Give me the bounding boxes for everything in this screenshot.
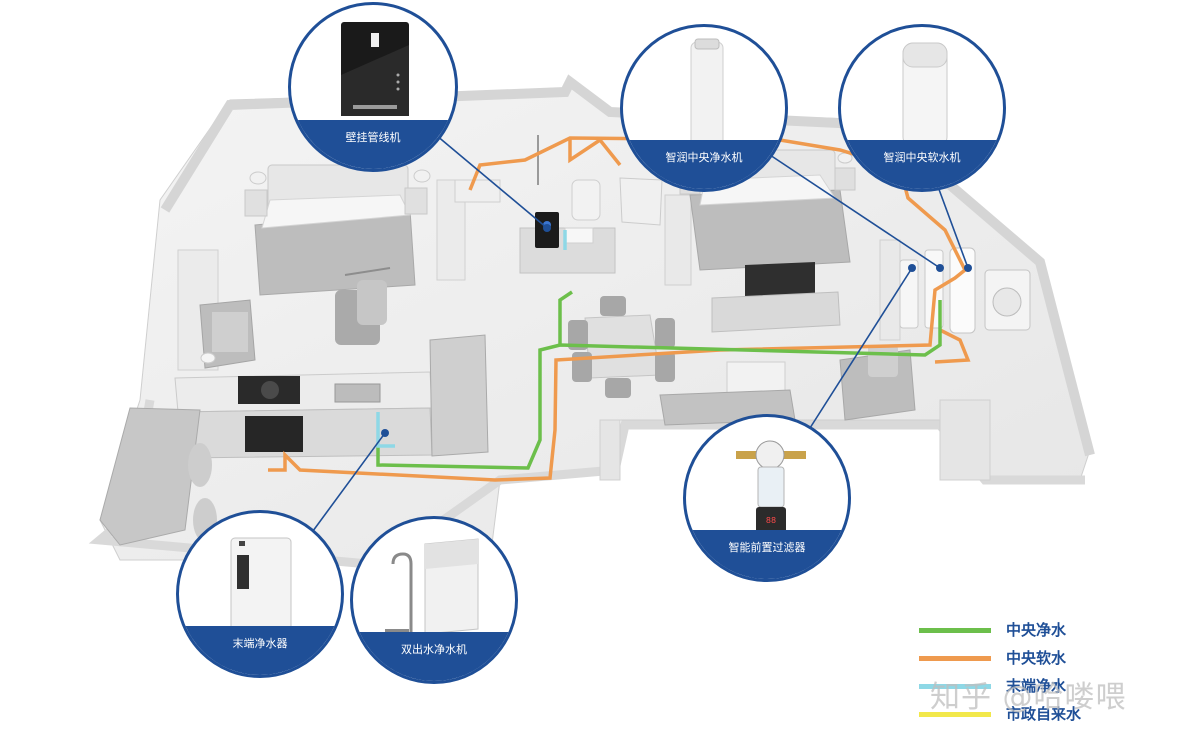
callout-prefilter: 88 智能前置过滤器 <box>683 414 851 582</box>
pipe-softened <box>934 328 971 364</box>
callout-central-softener: 智润中央软水机 <box>838 24 1006 192</box>
prefilter-image: 88 <box>736 440 806 535</box>
legend-item: 市政自来水 <box>916 702 1176 730</box>
callout-wall-mounted: 壁挂管线机 <box>288 2 458 172</box>
legend-item: 中央软水 <box>916 646 1176 674</box>
legend-swatch-orange <box>919 656 991 661</box>
terminal-purifier-image <box>230 537 292 631</box>
wall-block <box>879 239 901 341</box>
callout-terminal-purifier: 末端净水器 <box>176 510 344 678</box>
legend-label: 中央软水 <box>1006 649 1067 667</box>
pipe-softened <box>568 137 622 167</box>
clothes-rack <box>335 267 391 345</box>
tv-unit <box>711 262 841 333</box>
wall-block <box>599 419 621 481</box>
legend-label: 市政自来水 <box>1006 705 1082 723</box>
callout-central-purifier: 智润中央净水机 <box>620 24 788 192</box>
legend-swatch-yellow <box>919 712 991 717</box>
bedroom-left <box>244 164 431 296</box>
watermark: 知乎 @哈喽喂 <box>930 680 1127 715</box>
callout-label: 壁挂管线机 <box>291 119 455 169</box>
callout-dual-outlet: 双出水净水机 <box>350 516 518 684</box>
dual-outlet-image <box>385 538 479 635</box>
wall-mounted-unit-image <box>341 22 409 116</box>
wall-block <box>939 399 991 481</box>
callout-label: 末端净水器 <box>179 626 341 675</box>
outer-wall <box>160 74 1095 457</box>
connector-dots <box>381 224 972 437</box>
callout-label: 智能前置过滤器 <box>686 530 848 579</box>
legend-label: 中央净水 <box>1006 621 1067 639</box>
wall-block <box>664 194 692 286</box>
legend-label: 末端净水 <box>1006 677 1067 695</box>
svg-text:88: 88 <box>766 516 776 525</box>
central-purifier-image <box>690 38 724 153</box>
central-softener-image <box>902 42 948 148</box>
legend: 中央净水 中央软水 末端净水 市政自来水 <box>916 618 1176 730</box>
legend-swatch-green <box>919 628 991 633</box>
callout-label: 双出水净水机 <box>353 632 515 681</box>
sofa-left <box>199 299 256 369</box>
legend-swatch-cyan <box>919 684 991 689</box>
pipe-terminal <box>376 412 395 448</box>
callout-label: 智润中央净水机 <box>623 140 785 189</box>
living-right <box>659 345 916 426</box>
legend-item: 末端净水 <box>916 674 1176 702</box>
pipe-purified <box>376 300 942 470</box>
bathroom <box>454 135 663 274</box>
callout-label: 智润中央软水机 <box>841 140 1003 189</box>
pipe-purified <box>558 290 573 345</box>
legend-item: 中央净水 <box>916 618 1176 646</box>
kitchen <box>99 334 489 546</box>
